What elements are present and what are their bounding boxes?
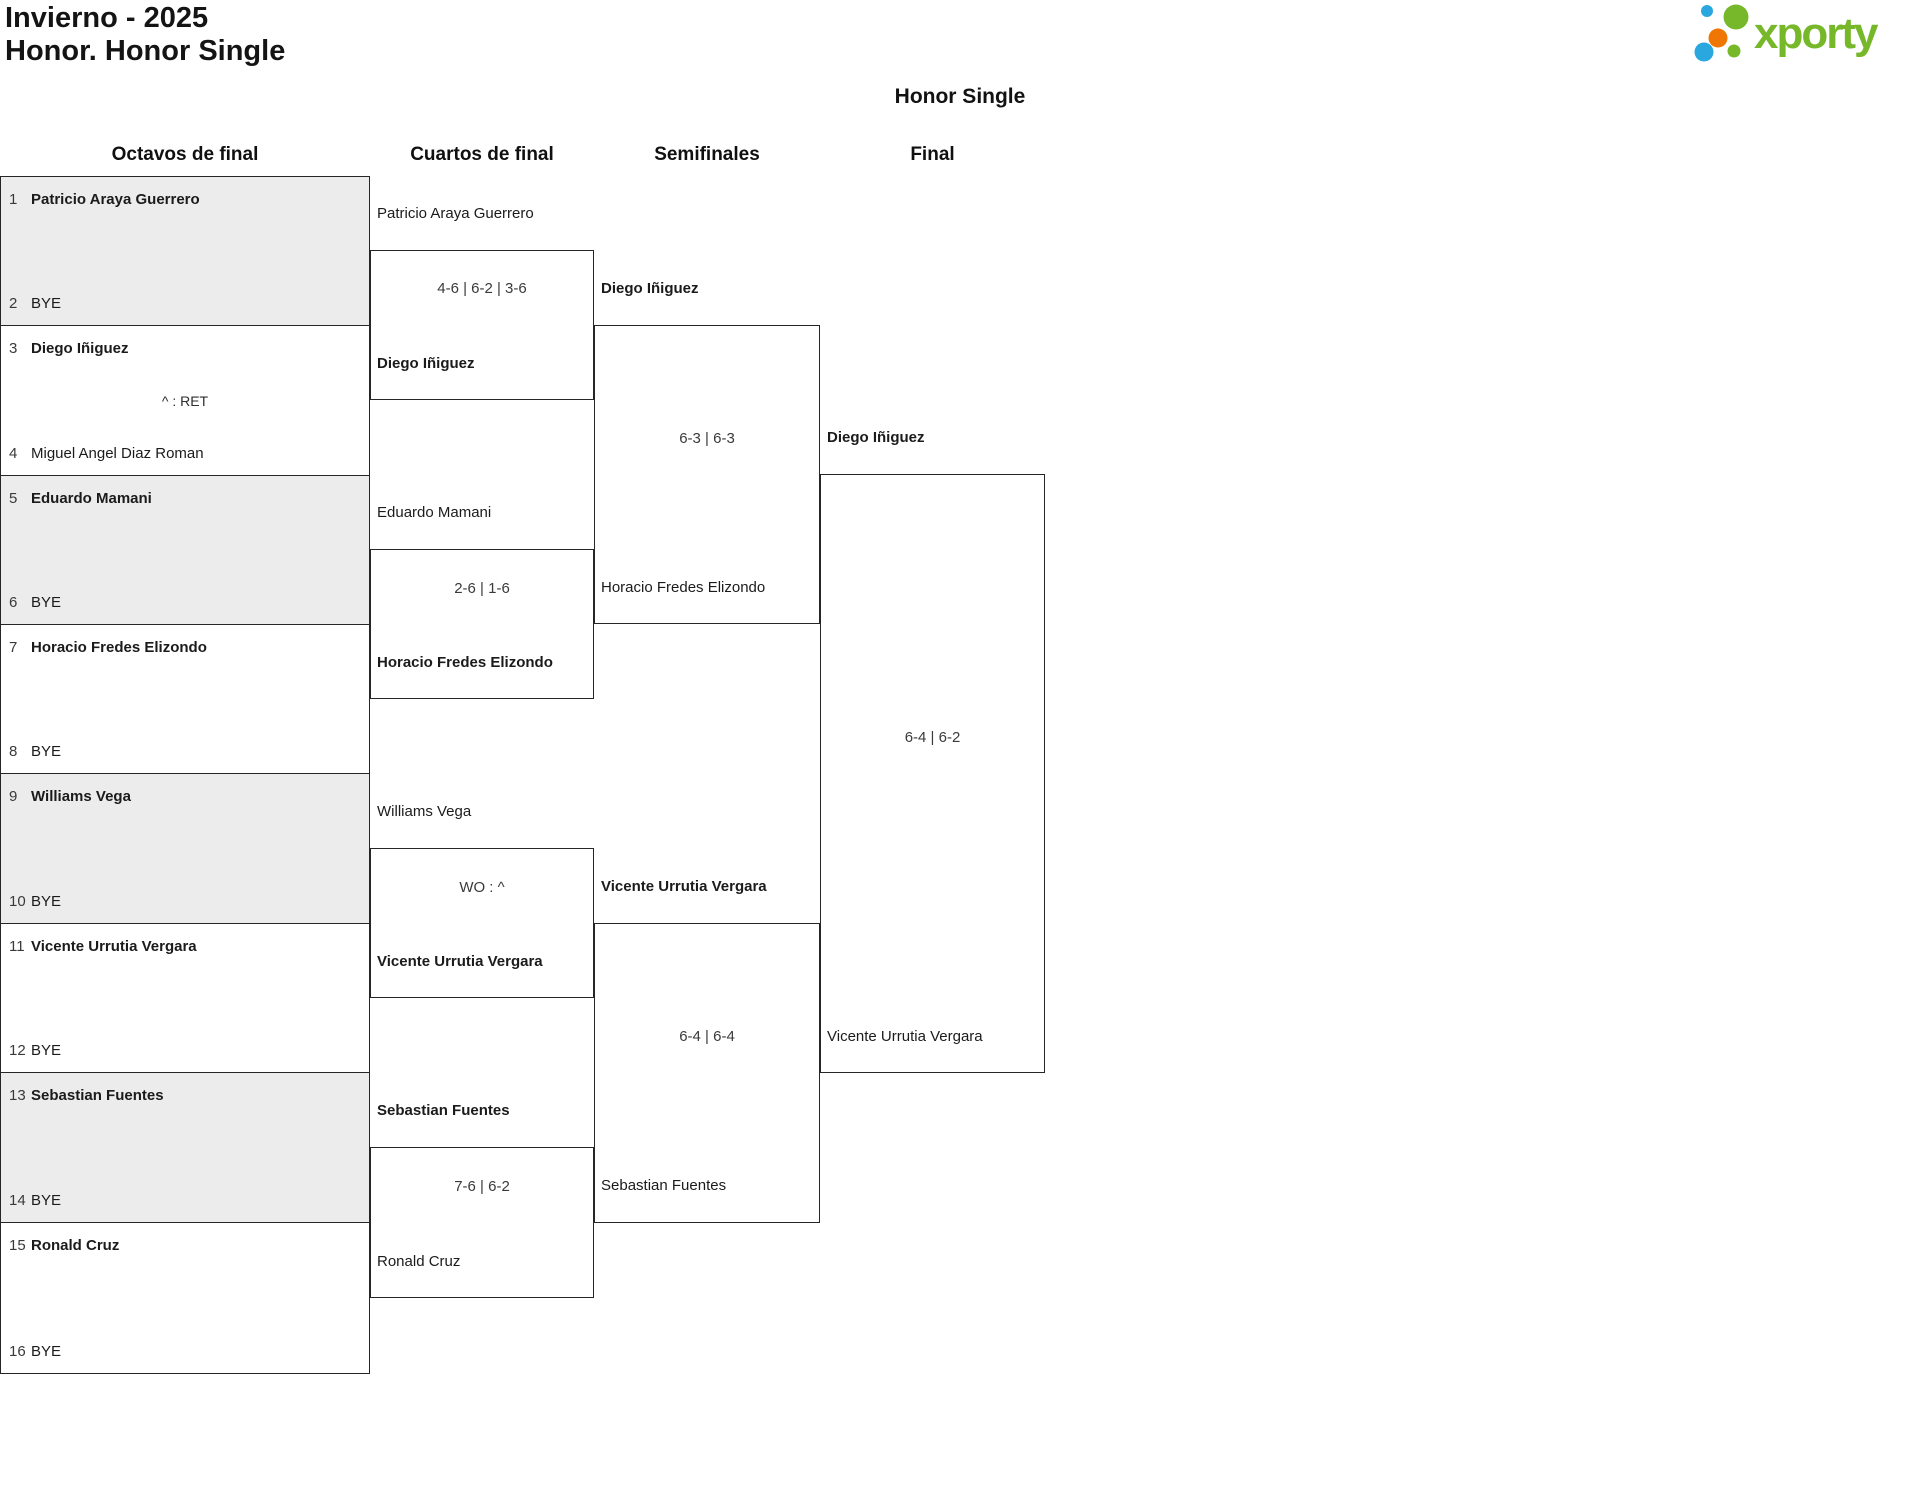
player-row: 2 BYE — [1, 295, 369, 312]
xporty-logo-text: xporty — [1754, 9, 1878, 58]
player-row: 10 BYE — [1, 893, 369, 910]
round-header-cuartos: Cuartos de final — [410, 144, 554, 165]
xporty-logo-dots-icon — [1694, 4, 1749, 62]
seed-number: 9 — [9, 788, 18, 805]
player-row: 6 BYE — [1, 594, 369, 611]
player-row: 16 BYE — [1, 1343, 369, 1360]
qf3-player-bottom: Vicente Urrutia Vergara — [377, 953, 543, 970]
player-row: 12 BYE — [1, 1042, 369, 1059]
seed-number: 12 — [9, 1042, 26, 1059]
qf2-score: 2-6 | 1-6 — [454, 580, 510, 597]
player-row: 1 Patricio Araya Guerrero — [1, 191, 369, 208]
octavos-box-7: 13 Sebastian Fuentes 14 BYE — [0, 1072, 370, 1223]
seed-number: 3 — [9, 340, 18, 357]
seed-number: 4 — [9, 445, 18, 462]
xporty-logo[interactable]: xporty — [1690, 0, 1910, 64]
player-row: 11 Vicente Urrutia Vergara — [1, 938, 369, 955]
octavos-box-2: 3 Diego Iñiguez ^ : RET 4 Miguel Angel D… — [0, 325, 370, 476]
round-header-final: Final — [910, 144, 955, 165]
sf2-player-bottom: Sebastian Fuentes — [601, 1177, 727, 1194]
qf4-player-top: Sebastian Fuentes — [377, 1102, 510, 1119]
qf2-player-bottom: Horacio Fredes Elizondo — [377, 654, 553, 671]
player-name: Diego Iñiguez — [31, 340, 129, 357]
seed-number: 8 — [9, 743, 18, 760]
qf1-player-top: Patricio Araya Guerrero — [377, 205, 534, 222]
player-name: Williams Vega — [31, 788, 131, 805]
player-name: Horacio Fredes Elizondo — [31, 639, 207, 656]
final-match-box — [820, 474, 1045, 1073]
octavos-box-4: 7 Horacio Fredes Elizondo 8 BYE — [0, 624, 370, 774]
tournament-title: Invierno - 2025 — [5, 2, 209, 34]
player-name: BYE — [31, 594, 62, 611]
player-name: Ronald Cruz — [31, 1237, 120, 1254]
player-name: BYE — [31, 1192, 62, 1209]
sf2-player-top: Vicente Urrutia Vergara — [601, 878, 767, 895]
seed-number: 14 — [9, 1192, 26, 1209]
seed-number: 15 — [9, 1237, 26, 1254]
player-row: 3 Diego Iñiguez — [1, 340, 369, 357]
player-row: 13 Sebastian Fuentes — [1, 1087, 369, 1104]
qf2-player-top: Eduardo Mamani — [377, 504, 492, 521]
seed-number: 10 — [9, 893, 26, 910]
player-name: Patricio Araya Guerrero — [31, 191, 200, 208]
qf4-player-bottom: Ronald Cruz — [377, 1253, 461, 1270]
round-header-semifinales: Semifinales — [654, 144, 760, 165]
seed-number: 16 — [9, 1343, 26, 1360]
category-title: Honor. Honor Single — [5, 35, 286, 67]
octavos-box-8: 15 Ronald Cruz 16 BYE — [0, 1222, 370, 1374]
octavos-box-6: 11 Vicente Urrutia Vergara 12 BYE — [0, 923, 370, 1073]
round-header-octavos: Octavos de final — [111, 144, 259, 165]
qf4-score: 7-6 | 6-2 — [454, 1178, 510, 1195]
seed-number: 6 — [9, 594, 18, 611]
final-player-top: Diego Iñiguez — [827, 429, 925, 446]
qf-match-box-2 — [370, 549, 594, 699]
sf1-player-bottom: Horacio Fredes Elizondo — [601, 579, 766, 596]
sf-match-box-1 — [594, 325, 820, 624]
sf2-score: 6-4 | 6-4 — [679, 1028, 735, 1045]
seed-number: 1 — [9, 191, 18, 208]
player-name: Vicente Urrutia Vergara — [31, 938, 197, 955]
player-name: BYE — [31, 743, 62, 760]
final-player-bottom: Vicente Urrutia Vergara — [827, 1028, 983, 1045]
sf1-score: 6-3 | 6-3 — [679, 430, 735, 447]
qf-match-box-3 — [370, 848, 594, 998]
seed-number: 2 — [9, 295, 18, 312]
player-name: BYE — [31, 893, 62, 910]
qf-match-box-1 — [370, 250, 594, 400]
player-row: 15 Ronald Cruz — [1, 1237, 369, 1254]
qf3-score: WO : ^ — [459, 879, 505, 896]
player-name: Miguel Angel Diaz Roman — [31, 445, 204, 462]
octavos-box-1: 1 Patricio Araya Guerrero 2 BYE — [0, 176, 370, 326]
player-row: 4 Miguel Angel Diaz Roman — [1, 445, 369, 462]
seed-number: 7 — [9, 639, 18, 656]
octavos-box-3: 5 Eduardo Mamani 6 BYE — [0, 475, 370, 625]
bracket-title: Honor Single — [894, 85, 1026, 108]
sf-match-box-2 — [594, 923, 820, 1223]
player-name: BYE — [31, 295, 62, 312]
header-title-block: Invierno - 2025 Honor. Honor Single — [5, 2, 285, 68]
qf1-player-bottom: Diego Iñiguez — [377, 355, 475, 372]
seed-number: 5 — [9, 490, 18, 507]
player-row: 5 Eduardo Mamani — [1, 490, 369, 507]
qf-match-box-4 — [370, 1147, 594, 1298]
player-row: 14 BYE — [1, 1192, 369, 1209]
qf3-player-top: Williams Vega — [377, 803, 472, 820]
octavos-box-5: 9 Williams Vega 10 BYE — [0, 773, 370, 924]
player-name: BYE — [31, 1042, 62, 1059]
seed-number: 13 — [9, 1087, 26, 1104]
match-note: ^ : RET — [161, 392, 209, 409]
seed-number: 11 — [9, 938, 25, 955]
player-row: 9 Williams Vega — [1, 788, 369, 805]
qf1-score: 4-6 | 6-2 | 3-6 — [437, 280, 527, 297]
player-name: Sebastian Fuentes — [31, 1087, 164, 1104]
player-row: 8 BYE — [1, 743, 369, 760]
final-score: 6-4 | 6-2 — [904, 729, 961, 746]
sf1-player-top: Diego Iñiguez — [601, 280, 699, 297]
player-name: BYE — [31, 1343, 62, 1360]
player-name: Eduardo Mamani — [31, 490, 152, 507]
player-row: 7 Horacio Fredes Elizondo — [1, 639, 369, 656]
